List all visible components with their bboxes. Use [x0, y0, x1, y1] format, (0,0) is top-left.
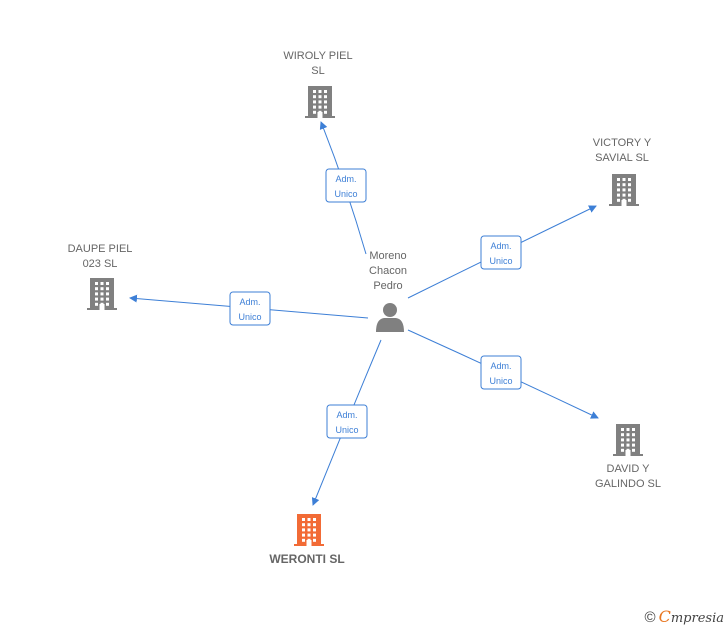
company-name-wiroly-line: WIROLY PIEL: [283, 50, 352, 62]
copyright-icon: ©: [644, 609, 656, 626]
company-name-wiroly-line: SL: [311, 65, 324, 77]
role-label: Unico: [334, 189, 357, 199]
person-name-line: Chacon: [369, 265, 407, 277]
company-name-victory: VICTORY Y SAVIAL SL: [593, 137, 652, 164]
role-label: Adm.: [490, 241, 511, 251]
brand-name: mpresia: [670, 611, 724, 626]
company-name-david-line: GALINDO SL: [595, 478, 661, 490]
company-name-david-line: DAVID Y: [607, 463, 651, 475]
role-label: Unico: [335, 425, 358, 435]
brand-logo-initial: C: [658, 607, 671, 626]
edges-layer: Adm.UnicoAdm.UnicoAdm.UnicoAdm.UnicoAdm.…: [129, 121, 599, 506]
person-icon[interactable]: [376, 303, 404, 332]
role-label: Adm.: [239, 297, 260, 307]
company-name-daupe-line: 023 SL: [83, 258, 118, 270]
role-badge-weronti[interactable]: Adm. Unico: [326, 404, 368, 439]
role-label: Unico: [238, 312, 261, 322]
person-name-line: Pedro: [373, 280, 402, 292]
role-label: Unico: [489, 256, 512, 266]
role-label: Adm.: [490, 361, 511, 371]
company-name-david: DAVID Y GALINDO SL: [595, 463, 661, 490]
role-label: Unico: [489, 376, 512, 386]
role-badge-wiroly[interactable]: Adm. Unico: [325, 168, 367, 203]
building-icon-david[interactable]: [613, 424, 643, 456]
role-badge-david[interactable]: Adm. Unico: [480, 355, 522, 390]
company-name-victory-line: SAVIAL SL: [595, 152, 649, 164]
company-name-wiroly: WIROLY PIEL SL: [283, 50, 352, 77]
company-name-weronti: WERONTI SL: [269, 552, 344, 566]
building-icon-daupe[interactable]: [87, 278, 117, 310]
brand-footer: ©Cmpresia: [645, 607, 724, 626]
person-name-line: Moreno: [369, 250, 406, 262]
company-name-victory-line: VICTORY Y: [593, 137, 652, 149]
building-icon-wiroly[interactable]: [305, 86, 335, 118]
company-name-daupe: DAUPE PIEL 023 SL: [68, 243, 133, 270]
role-label: Adm.: [335, 174, 356, 184]
building-icon-victory[interactable]: [609, 174, 639, 206]
role-label: Adm.: [336, 410, 357, 420]
company-name-daupe-line: DAUPE PIEL: [68, 243, 133, 255]
building-icon-weronti[interactable]: [294, 514, 324, 546]
role-badge-daupe[interactable]: Adm. Unico: [229, 291, 271, 326]
role-badge-victory[interactable]: Adm. Unico: [480, 235, 522, 270]
company-name-weronti-line: WERONTI SL: [269, 552, 344, 566]
